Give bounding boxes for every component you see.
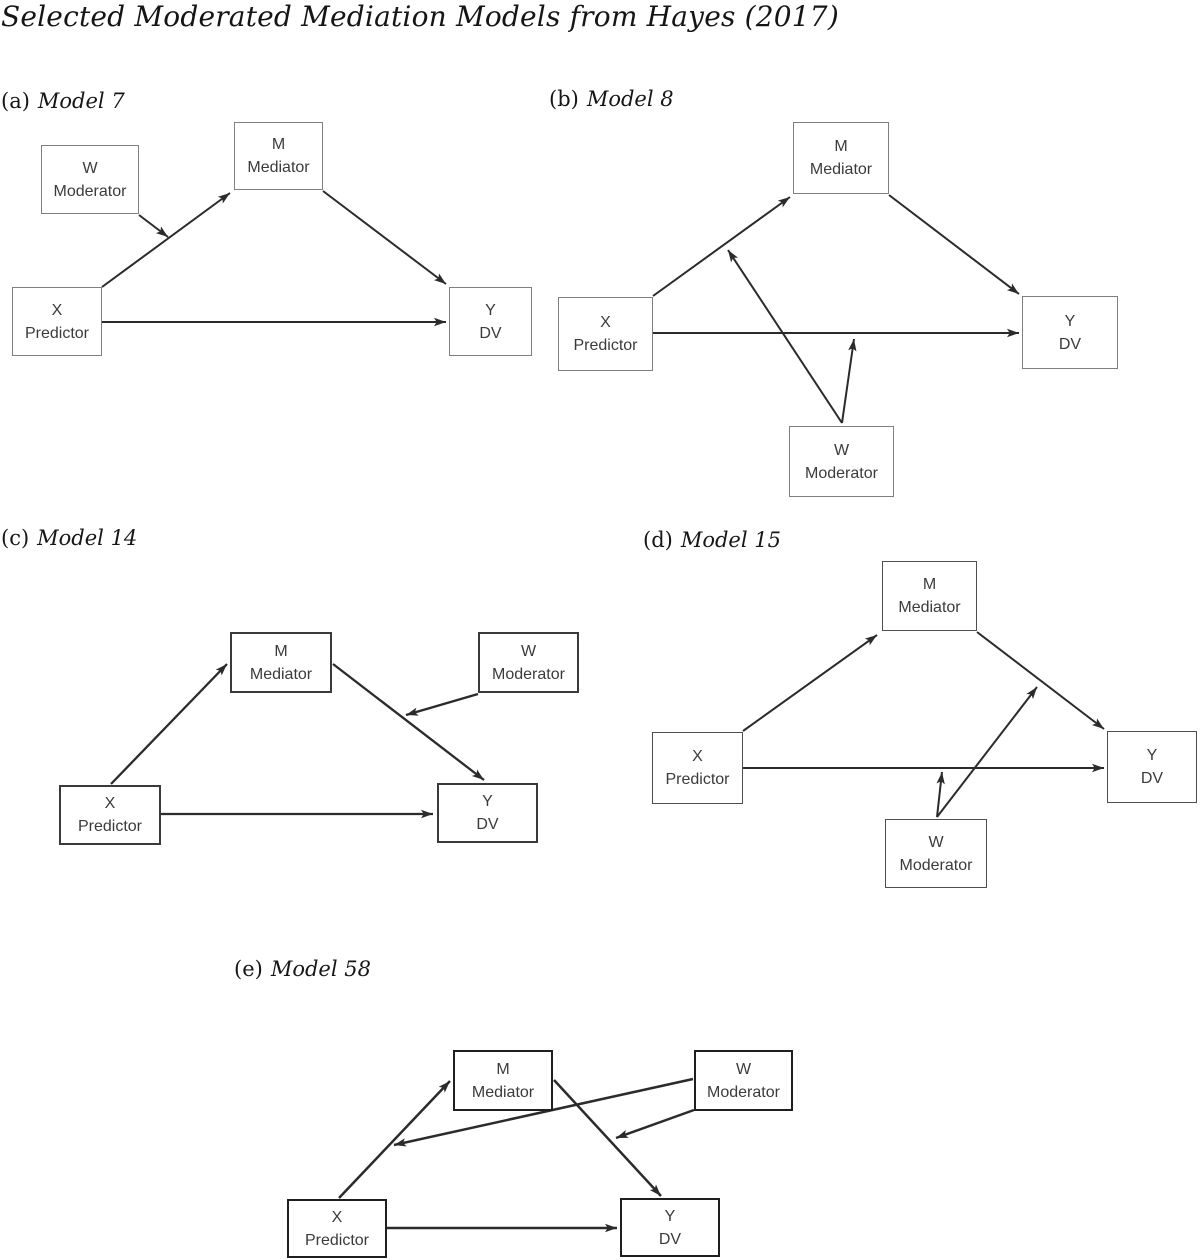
node-letter: W — [928, 833, 944, 851]
panel-e-edge-w-moderates-my — [615, 1108, 695, 1140]
panel-b-node-dv: Y DV — [1022, 296, 1118, 369]
panel-a-label-model: Model 7 — [37, 89, 125, 113]
node-role: Predictor — [77, 818, 143, 835]
panel-d-node-mediator: M Mediator — [882, 561, 977, 631]
panel-a-label-prefix: (a) — [1, 89, 30, 113]
node-letter: Y — [485, 301, 496, 319]
node-role: Moderator — [53, 182, 127, 200]
panel-a-label: (a) Model 7 — [1, 89, 125, 113]
panel-c-label: (c) Model 14 — [1, 526, 137, 550]
node-role: DV — [1140, 770, 1164, 787]
panel-e-label-model: Model 58 — [270, 957, 371, 981]
node-role: Moderator — [805, 464, 878, 482]
panel-c-label-prefix: (c) — [1, 526, 30, 550]
node-role: DV — [479, 324, 502, 342]
node-letter: M — [834, 138, 848, 155]
panel-a-node-mediator: M Mediator — [234, 122, 323, 190]
panel-e-node-predictor: X Predictor — [287, 1199, 387, 1258]
panel-c-node-dv: Y DV — [437, 783, 538, 843]
node-letter: M — [271, 136, 286, 153]
node-role: Moderator — [492, 665, 565, 683]
node-role: Predictor — [573, 337, 638, 354]
panel-d-node-predictor: X Predictor — [652, 732, 743, 804]
panel-e-node-mediator: M Mediator — [453, 1050, 553, 1111]
node-letter: X — [692, 748, 703, 765]
panel-c-edge-m-y — [332, 663, 485, 781]
panel-d-label-prefix: (d) — [643, 528, 673, 552]
node-role: Moderator — [707, 1083, 780, 1101]
node-role: Mediator — [247, 159, 310, 176]
panel-b-label-model: Model 8 — [586, 87, 674, 111]
panel-b-node-moderator: W Moderator — [789, 426, 894, 497]
panel-a-edge-x-m — [101, 192, 231, 288]
node-letter: X — [51, 301, 63, 319]
panel-c-node-moderator: W Moderator — [478, 632, 579, 693]
node-letter: Y — [482, 793, 493, 810]
panel-d-node-dv: Y DV — [1107, 731, 1197, 803]
node-role: DV — [1058, 335, 1082, 353]
panel-e-label: (e) Model 58 — [234, 957, 371, 981]
node-letter: W — [735, 1060, 752, 1078]
panel-e-edge-x-m — [338, 1080, 451, 1199]
node-letter: W — [520, 642, 537, 660]
figure-title: Selected Moderated Mediation Models from… — [1, 0, 839, 33]
panel-c-node-predictor: X Predictor — [59, 785, 161, 845]
panel-d-edge-m-y — [976, 631, 1105, 730]
node-role: Predictor — [24, 324, 90, 342]
node-letter: M — [274, 642, 288, 660]
panel-b-label-prefix: (b) — [549, 87, 579, 111]
panel-a-node-moderator: W Moderator — [41, 145, 139, 214]
node-letter: Y — [664, 1207, 676, 1225]
panel-d-edge-w-moderates-xy — [936, 771, 945, 818]
panel-a-edge-m-y — [322, 190, 447, 285]
panel-c-label-model: Model 14 — [37, 526, 138, 550]
panel-b-edge-w-moderates-xm — [727, 249, 843, 424]
panel-b-node-mediator: M Mediator — [793, 122, 889, 194]
panel-e-label-prefix: (e) — [234, 957, 263, 981]
node-role: Predictor — [304, 1231, 370, 1249]
panel-e-node-moderator: W Moderator — [694, 1050, 793, 1111]
node-role: Mediator — [249, 665, 313, 683]
node-role: Mediator — [809, 161, 873, 178]
panel-a-node-predictor: X Predictor — [12, 287, 102, 356]
panel-b-edge-m-y — [888, 194, 1020, 295]
panel-d-node-moderator: W Moderator — [885, 819, 987, 888]
node-role: Moderator — [899, 856, 973, 874]
panel-c-node-mediator: M Mediator — [230, 632, 332, 693]
panel-b-label: (b) Model 8 — [549, 87, 674, 111]
panel-c-edge-w-moderates-my — [405, 692, 479, 717]
node-role: Mediator — [898, 599, 961, 616]
node-letter: X — [331, 1208, 343, 1226]
panel-d-label-model: Model 15 — [680, 528, 781, 552]
panel-d-label: (d) Model 15 — [643, 528, 781, 552]
node-letter: Y — [1064, 312, 1076, 330]
panel-b-node-predictor: X Predictor — [558, 297, 653, 371]
panel-a-edge-w-moderates-xm — [138, 214, 169, 238]
panel-c-edge-x-m — [110, 663, 228, 785]
panel-e-node-dv: Y DV — [620, 1198, 720, 1257]
node-letter: X — [600, 314, 611, 331]
panel-e-edge-m-y — [553, 1079, 662, 1197]
node-letter: X — [104, 795, 116, 812]
panel-e-edge-w-moderates-xm — [393, 1077, 694, 1147]
node-letter: W — [833, 441, 850, 459]
node-letter: M — [496, 1060, 510, 1078]
node-role: DV — [658, 1230, 682, 1248]
panel-d-edge-x-m — [742, 634, 878, 732]
panel-a-node-dv: Y DV — [449, 287, 532, 356]
panel-b-edge-w-moderates-xy — [841, 338, 857, 424]
node-role: Mediator — [471, 1083, 535, 1101]
panel-b-edge-x-m — [652, 196, 791, 297]
node-role: DV — [476, 816, 499, 833]
panel-d-edge-w-moderates-my — [936, 686, 1038, 818]
node-letter: M — [922, 576, 937, 593]
node-role: Predictor — [665, 771, 730, 788]
node-letter: Y — [1146, 747, 1158, 764]
node-letter: W — [82, 159, 98, 177]
